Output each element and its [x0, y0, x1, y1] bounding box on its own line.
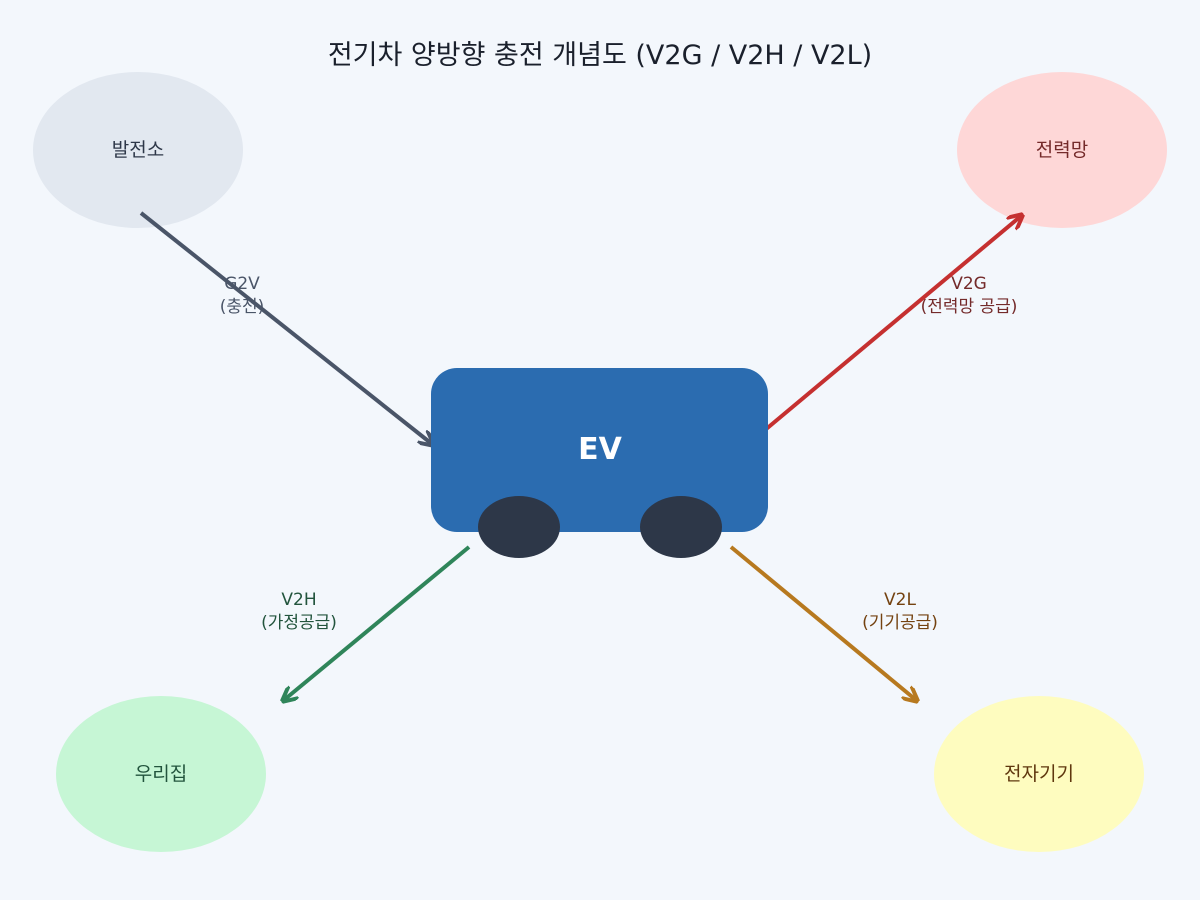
home-ellipse [56, 696, 266, 852]
v2g-label-line1: V2G [951, 274, 987, 294]
node-home: 우리집 [56, 696, 266, 852]
ev-vehicle: EV [431, 368, 768, 558]
v2g-label-line2: (전력망 공급) [921, 297, 1018, 317]
devices-ellipse [934, 696, 1144, 852]
home-label: 우리집 [135, 763, 187, 785]
grid-ellipse [957, 72, 1167, 228]
v2l-label: V2L (기기공급) [862, 590, 938, 633]
g2v-label-line1: G2V [224, 274, 260, 294]
diagram-title: 전기차 양방향 충전 개념도 (V2G / V2H / V2L) [328, 40, 872, 71]
ev-label: EV [578, 432, 622, 467]
devices-label: 전자기기 [1004, 763, 1074, 785]
v2l-label-line1: V2L [884, 590, 916, 610]
g2v-arrow [139, 211, 432, 444]
ev-front-wheel [478, 496, 560, 558]
v2l-arrow [729, 545, 916, 700]
v2h-label: V2H (가정공급) [261, 590, 337, 633]
node-devices: 전자기기 [934, 696, 1144, 852]
ev-rear-wheel [640, 496, 722, 558]
v2g-arrow [763, 216, 1021, 432]
v2h-label-line2: (가정공급) [261, 613, 337, 633]
grid-label: 전력망 [1036, 139, 1088, 161]
ev-body [431, 368, 768, 532]
power-plant-ellipse [33, 72, 243, 228]
g2v-label-line2: (충전) [220, 297, 265, 317]
v2h-arrow [284, 545, 471, 700]
v2h-label-line1: V2H [281, 590, 316, 610]
v2l-label-line2: (기기공급) [862, 613, 938, 633]
node-grid: 전력망 [957, 72, 1167, 228]
v2g-label: V2G (전력망 공급) [921, 274, 1018, 317]
power-plant-label: 발전소 [112, 139, 164, 161]
node-power-plant: 발전소 [33, 72, 243, 228]
g2v-label: G2V (충전) [220, 274, 265, 317]
